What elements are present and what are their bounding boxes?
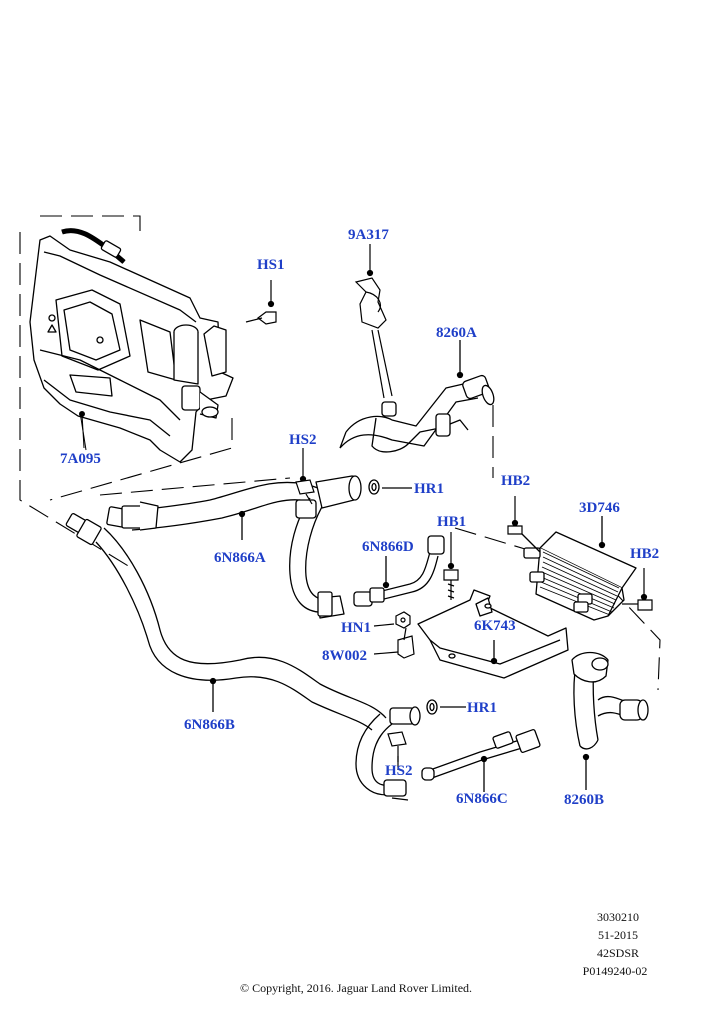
bolt-hs2-bottom[interactable] xyxy=(387,731,407,770)
callout-hb1[interactable]: HB1 xyxy=(437,514,467,530)
callout-6k743[interactable]: 6K743 xyxy=(474,618,516,634)
callout-8260a[interactable]: 8260A xyxy=(436,325,477,341)
callout-hs1[interactable]: HS1 xyxy=(257,257,285,273)
callout-7a095[interactable]: 7A095 xyxy=(60,451,101,467)
ring-hr1-bottom[interactable] xyxy=(426,699,466,715)
ring-hr1-top[interactable] xyxy=(368,479,412,495)
callout-6n866a[interactable]: 6N866A xyxy=(214,550,266,566)
oil-cooler-3d746[interactable] xyxy=(519,516,637,621)
callout-hb2-right[interactable]: HB2 xyxy=(630,546,660,562)
callout-6n866c[interactable]: 6N866C xyxy=(456,791,508,807)
clip-9a317[interactable] xyxy=(354,244,393,399)
bolt-hb2-left[interactable] xyxy=(507,496,523,535)
callout-hs2-top[interactable]: HS2 xyxy=(289,432,317,448)
radiator-tank-7a095[interactable] xyxy=(29,228,234,463)
clip-8w002[interactable] xyxy=(373,627,415,659)
callout-3d746[interactable]: 3D746 xyxy=(579,500,620,516)
callout-hb2-left[interactable]: HB2 xyxy=(501,473,531,489)
callout-hr1-bottom[interactable]: HR1 xyxy=(467,700,497,716)
callout-8w002[interactable]: 8W002 xyxy=(322,648,367,664)
bolt-hs2-top[interactable] xyxy=(295,448,315,505)
bolt-hb2-right[interactable] xyxy=(622,568,653,611)
callout-9a317[interactable]: 9A317 xyxy=(348,227,389,243)
bolt-hs1[interactable] xyxy=(245,280,277,325)
hose-8260a[interactable] xyxy=(339,340,496,453)
callout-hs2-bottom[interactable]: HS2 xyxy=(385,763,413,779)
pipe-6n866c[interactable] xyxy=(421,729,541,792)
callout-6n866b[interactable]: 6N866B xyxy=(184,717,235,733)
hose-6n866b[interactable] xyxy=(65,513,421,801)
hose-8260b[interactable] xyxy=(571,651,649,791)
callout-6n866d[interactable]: 6N866D xyxy=(362,539,414,555)
ref-number-1: 3030210 xyxy=(597,910,639,924)
bolt-hb1[interactable] xyxy=(443,532,459,600)
ref-number-3: 42SDSR xyxy=(596,946,640,960)
hose-6n866a[interactable] xyxy=(106,475,362,619)
nut-hn1[interactable] xyxy=(373,611,411,629)
copyright-notice: © Copyright, 2016. Jaguar Land Rover Lim… xyxy=(239,981,473,995)
pipe-6n866d[interactable] xyxy=(353,535,445,607)
callout-hr1-top[interactable]: HR1 xyxy=(414,481,444,497)
callout-8260b[interactable]: 8260B xyxy=(564,792,605,808)
ref-number-4: P0149240-02 xyxy=(582,964,648,978)
bracket-6k743[interactable] xyxy=(417,589,569,679)
ref-number-2: 51-2015 xyxy=(598,928,638,942)
leader-7a095 xyxy=(79,411,85,449)
callout-hn1[interactable]: HN1 xyxy=(341,620,371,636)
